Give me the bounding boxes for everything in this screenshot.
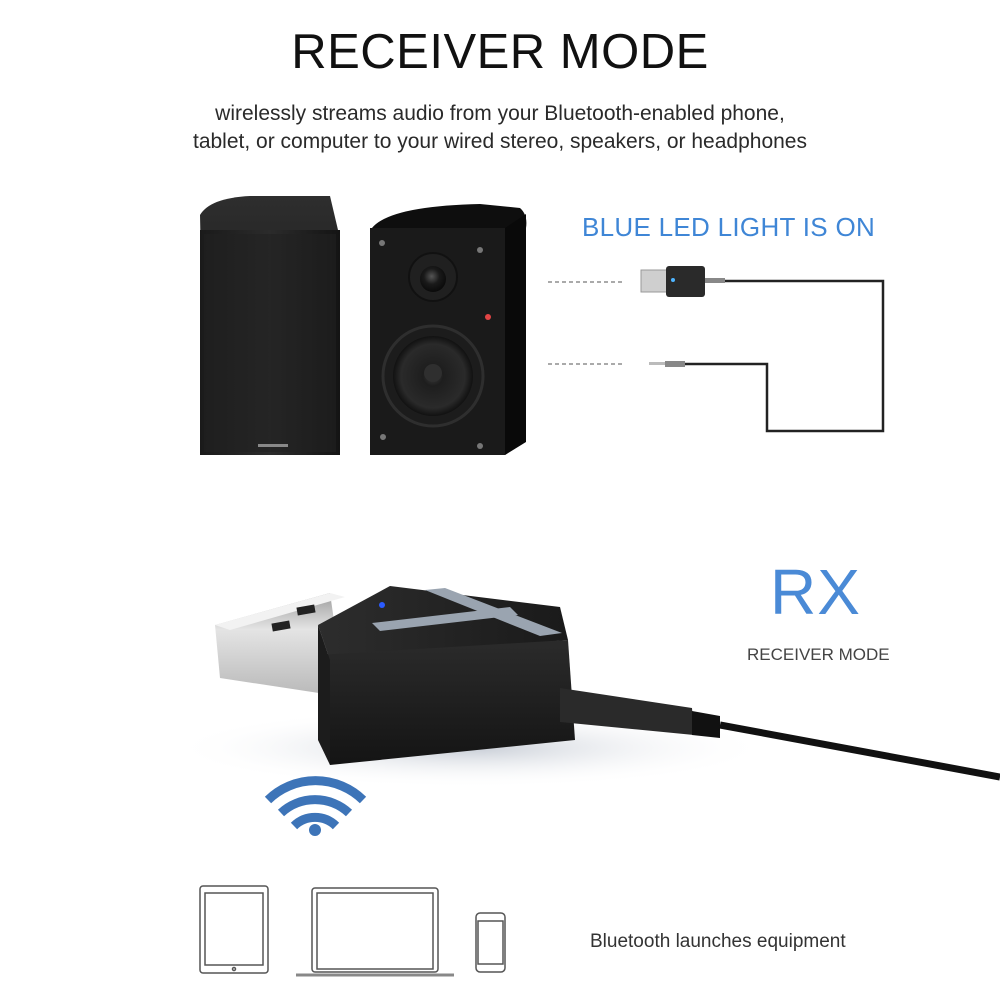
- small-aux-plug: [649, 361, 685, 367]
- description: wirelessly streams audio from your Bluet…: [0, 100, 1000, 156]
- right-speaker: [370, 204, 527, 455]
- mode-code: RX: [770, 556, 861, 628]
- led-status-label: BLUE LED LIGHT IS ON: [582, 212, 876, 242]
- small-usb-adapter: [640, 266, 725, 297]
- bluetooth-caption: Bluetooth launches equipment: [590, 931, 846, 952]
- left-speaker: [200, 196, 340, 455]
- tablet-icon: [199, 885, 269, 974]
- page-title: RECEIVER MODE: [291, 25, 709, 79]
- usb-bluetooth-adapter: [215, 586, 575, 765]
- wifi-icon: [264, 776, 367, 836]
- phone-icon: [475, 912, 506, 973]
- laptop-icon: [296, 887, 454, 977]
- description-line-1: wirelessly streams audio from your Bluet…: [215, 102, 785, 125]
- brand-logo: [258, 444, 288, 447]
- blue-led-indicator: [671, 278, 675, 282]
- cable-loop: [685, 279, 885, 433]
- speaker-power-led: [485, 314, 491, 320]
- mode-label: RECEIVER MODE: [747, 645, 890, 664]
- blue-led-light: [379, 602, 385, 608]
- aux-cable: [560, 688, 1000, 781]
- description-line-2: tablet, or computer to your wired stereo…: [192, 130, 807, 153]
